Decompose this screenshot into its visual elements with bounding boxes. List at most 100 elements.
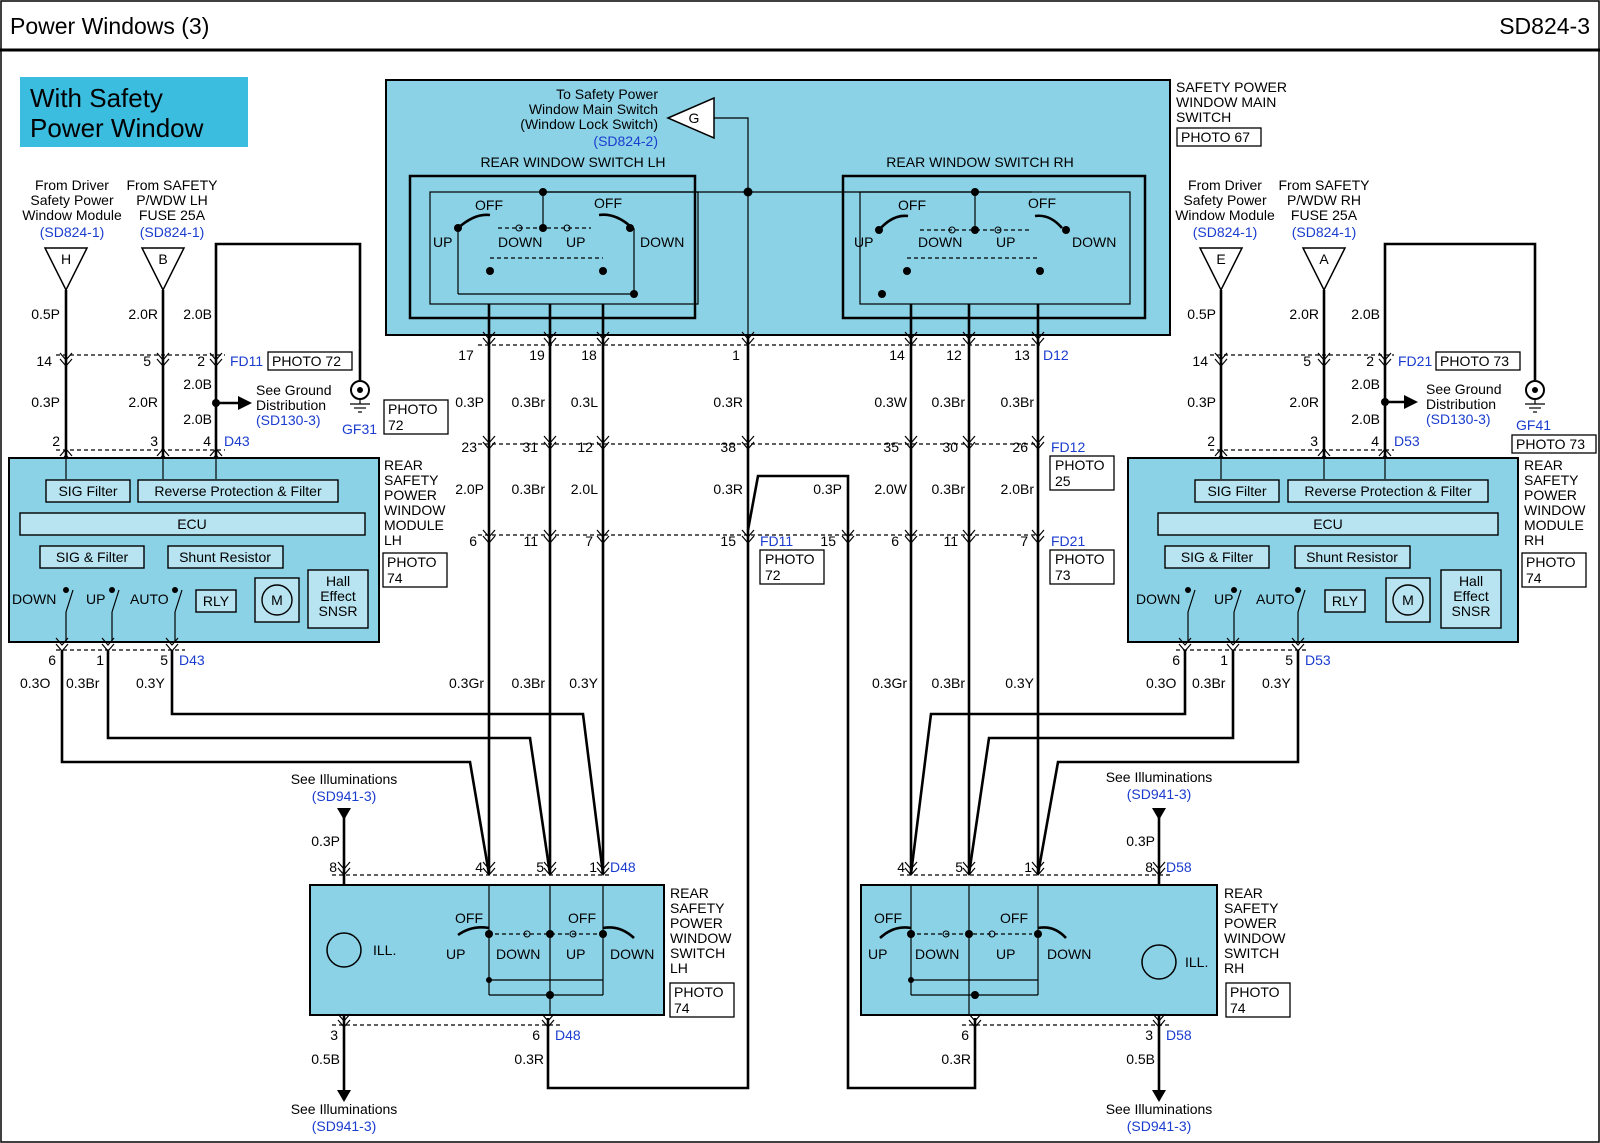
- label-switch_rh-pins_bot-1: 3: [1145, 1027, 1153, 1043]
- label-switch_rh-ill_top_ref: (SD941-3): [1127, 786, 1192, 802]
- label-center-wires_a-5: 0.3Br: [932, 394, 966, 410]
- label-center-wires_a-4: 0.3W: [874, 394, 907, 410]
- label-right-src1-1: Safety Power: [1183, 192, 1267, 208]
- main-switch-photo: PHOTO 67: [1181, 129, 1250, 145]
- label-center-wires_b-3: 0.3R: [713, 481, 743, 497]
- label-left-d: D43: [224, 433, 250, 449]
- label-left-ground_ref: (SD130-3): [256, 412, 321, 428]
- label-right-src1-0: From Driver: [1188, 177, 1262, 193]
- label-left-wires_top-2: 2.0B: [183, 306, 212, 322]
- label-center-fd12_photo-1: 25: [1055, 473, 1071, 489]
- label-center-pins_fd21-1: 6: [891, 533, 899, 549]
- label-left-module-5: LH: [384, 532, 402, 548]
- label-badge-line2: Power Window: [30, 113, 204, 143]
- label-left-fd_photo: PHOTO 72: [272, 353, 341, 369]
- label-labels-up: UP: [854, 234, 873, 250]
- label-right-ground-0: See Ground: [1426, 381, 1502, 397]
- label-right-d: D53: [1394, 433, 1420, 449]
- label-labels-sig_and_filter: SIG & Filter: [1181, 549, 1254, 565]
- label-center-fd11_photo-0: PHOTO: [765, 551, 815, 567]
- label-labels-sig_and_filter: SIG & Filter: [56, 549, 129, 565]
- label-left-src1-1: Safety Power: [30, 192, 114, 208]
- page-title: Power Windows (3): [10, 13, 209, 39]
- rear-safety-power-window-switch-rh: See Illuminations (SD941-3) 0.3P 4 5 1 8…: [860, 769, 1291, 1134]
- label-switch_rh-photo-0: PHOTO: [1230, 984, 1280, 1000]
- label-right-src1_ref: (SD824-1): [1193, 224, 1258, 240]
- label-right-module_photo-1: 74: [1526, 570, 1542, 586]
- label-labels-motor: M: [1402, 592, 1414, 608]
- label-left-wires_top-0: 0.5P: [31, 306, 60, 322]
- label-labels-sig_filter: SIG Filter: [1207, 483, 1266, 499]
- label-switch_lh-name-2: POWER: [670, 915, 723, 931]
- label-right-pins_fd-1: 5: [1303, 353, 1311, 369]
- label-labels-ill: ILL.: [373, 942, 396, 958]
- label-center-pins_fd12-0: 23: [461, 439, 477, 455]
- label-labels-down: DOWN: [915, 946, 959, 962]
- label-main_switch-connector_G: G: [689, 110, 700, 126]
- label-center-wires_a-3: 0.3R: [713, 394, 743, 410]
- label-switch_rh-ill_top: See Illuminations: [1106, 769, 1213, 785]
- label-right-src2-2: FUSE 25A: [1291, 207, 1358, 223]
- label-left-src1_ref: (SD824-1): [40, 224, 105, 240]
- label-left-wires_out-1: 0.3Br: [66, 675, 100, 691]
- label-switch_rh-name-4: SWITCH: [1224, 945, 1279, 961]
- label-center-pins_fd11-0: 6: [469, 533, 477, 549]
- label-switch_rh-conn_bot: D58: [1166, 1027, 1192, 1043]
- label-left-src2-2: FUSE 25A: [139, 207, 206, 223]
- label-right-pins_out-2: 5: [1285, 652, 1293, 668]
- label-main_switch-note_ref: (SD824-2): [593, 133, 658, 149]
- label-labels-auto: AUTO: [1256, 591, 1295, 607]
- label-left-pins_fd-0: 14: [36, 353, 52, 369]
- right-module-wiring: From Driver Safety Power Window Module (…: [1175, 177, 1597, 463]
- label-left-d_out: D43: [179, 652, 205, 668]
- label-center-pins_fd21-2: 11: [943, 533, 958, 549]
- label-main_switch-pins-4: 14: [889, 347, 905, 363]
- label-right-wires_out-2: 0.3Y: [1262, 675, 1291, 691]
- label-switch_lh-ill_top_ref: (SD941-3): [312, 788, 377, 804]
- label-left-ground-0: See Ground: [256, 382, 332, 398]
- label-left-wires_mid-1: 2.0R: [128, 394, 158, 410]
- label-right-module-1: SAFETY: [1524, 472, 1579, 488]
- label-main_switch-name-1: WINDOW MAIN: [1176, 94, 1276, 110]
- label-labels-rev_filter: Reverse Protection & Filter: [1304, 483, 1472, 499]
- label-main_switch-note-1: Window Main Switch: [529, 101, 658, 117]
- label-left-module-3: WINDOW: [384, 502, 446, 518]
- label-left-src2-0: From SAFETY: [126, 177, 218, 193]
- label-left-module-2: POWER: [384, 487, 437, 503]
- label-left-module-1: SAFETY: [384, 472, 439, 488]
- label-switch_lh-photo-0: PHOTO: [674, 984, 724, 1000]
- label-right-module-3: WINDOW: [1524, 502, 1586, 518]
- label-center-pins_fd21-0: 15: [820, 533, 836, 549]
- label-right-module-0: REAR: [1524, 457, 1563, 473]
- label-left-ground-1: Distribution: [256, 397, 326, 413]
- label-switch_lh-wires_bot-1: 0.3R: [514, 1051, 544, 1067]
- label-labels-hall-1: Effect: [1453, 588, 1489, 604]
- label-center-fd12_photo-0: PHOTO: [1055, 457, 1105, 473]
- label-labels-down: DOWN: [496, 946, 540, 962]
- label-labels-off: OFF: [898, 197, 926, 213]
- label-labels-down: DOWN: [1136, 591, 1180, 607]
- label-left-pins_d-2: 4: [203, 433, 211, 449]
- label-main_switch-note-2: (Window Lock Switch): [520, 116, 658, 132]
- label-right-wires_out-1: 0.3Br: [1192, 675, 1226, 691]
- label-switch_rh-name-1: SAFETY: [1224, 900, 1279, 916]
- label-left-module-4: MODULE: [384, 517, 444, 533]
- label-labels-up: UP: [566, 234, 585, 250]
- label-center-pins_fd12-6: 26: [1012, 439, 1028, 455]
- label-right-fd_photo: PHOTO 73: [1440, 353, 1509, 369]
- label-right-pins_out-1: 1: [1220, 652, 1228, 668]
- label-right-pins_out-0: 6: [1172, 652, 1180, 668]
- label-left-src2_ref: (SD824-1): [140, 224, 205, 240]
- label-center-pins_fd12-2: 12: [577, 439, 593, 455]
- label-left-src1-0: From Driver: [35, 177, 109, 193]
- label-main_switch-note-0: To Safety Power: [556, 86, 658, 102]
- label-labels-down: DOWN: [918, 234, 962, 250]
- label-labels-down: DOWN: [498, 234, 542, 250]
- label-right-d_out: D53: [1305, 652, 1331, 668]
- label-labels-down: DOWN: [12, 591, 56, 607]
- label-labels-ecu: ECU: [177, 516, 207, 532]
- label-left-pins_d-0: 2: [52, 433, 60, 449]
- label-left-wires_mid-0: 0.3P: [31, 394, 60, 410]
